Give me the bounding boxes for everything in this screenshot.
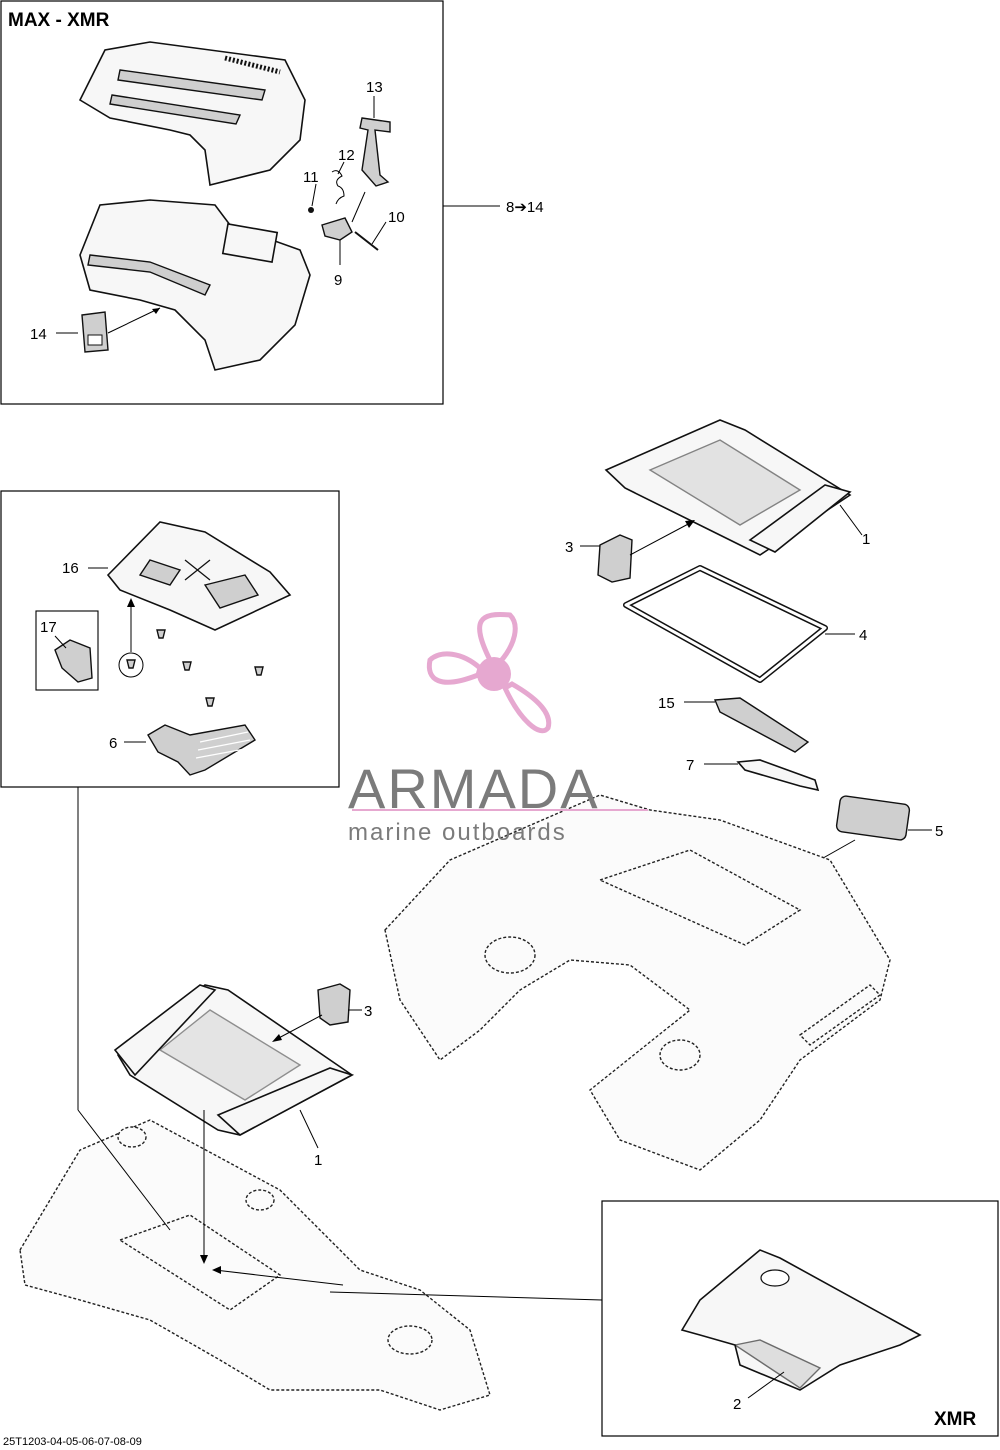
rear-body-fender [384, 794, 891, 1171]
pad-5 [835, 795, 911, 841]
latch-13 [359, 117, 391, 187]
callout-11: 11 [303, 169, 319, 186]
hinge-9 [308, 207, 379, 251]
storage-tub [79, 199, 311, 371]
panel-mounting-plate-frame [0, 490, 340, 788]
front-body-fender [19, 1119, 491, 1411]
callout-8-14: 8➔14 [506, 199, 544, 216]
strap-6 [147, 724, 256, 776]
callout-4: 4 [859, 627, 867, 644]
panel-mounting-plate: 16 17 6 [0, 490, 340, 788]
callout-16: 16 [62, 560, 79, 577]
spring-12 [331, 170, 345, 205]
callout-3-bottom: 3 [364, 1003, 372, 1020]
detail-circle [118, 652, 144, 678]
panel-max-xmr-frame [0, 0, 444, 405]
push-rivets [126, 629, 264, 707]
tool-7 [736, 759, 820, 792]
panel-xmr: 2 XMR [601, 1200, 999, 1437]
bracket-15 [713, 697, 810, 753]
rack-assembly-top: 1 3 4 15 7 5 [565, 419, 943, 907]
seal-4 [623, 565, 828, 683]
callout-12: 12 [338, 147, 355, 164]
callout-10: 10 [388, 209, 405, 226]
propeller-logo-icon [426, 611, 552, 734]
clip-17 [54, 639, 93, 683]
clip-3-bottom [317, 983, 351, 1026]
panel-xmr-title: XMR [934, 1409, 977, 1430]
callout-17: 17 [40, 619, 57, 636]
pin-11 [308, 207, 314, 213]
drawing-code: 25T1203-04-05-06-07-08-09 [3, 1436, 142, 1448]
callout-1-bottom: 1 [314, 1152, 322, 1169]
clip-14 [81, 311, 109, 353]
callout-13: 13 [366, 79, 383, 96]
callout-5: 5 [935, 823, 943, 840]
rack-1-top [604, 419, 852, 556]
panel-xmr-frame [601, 1200, 999, 1437]
callout-15: 15 [658, 695, 675, 712]
callout-14: 14 [30, 326, 47, 343]
callout-9: 9 [334, 272, 342, 289]
rack-1-bottom [113, 984, 355, 1136]
panel-max-xmr: MAX - XMR [0, 0, 544, 405]
callout-1-top: 1 [862, 531, 870, 548]
mounting-plate-16 [106, 521, 292, 631]
watermark-tagline: marine outboards [348, 819, 567, 846]
callout-6: 6 [109, 735, 117, 752]
rack-assembly-bottom: 3 1 [113, 983, 372, 1169]
storage-lid [78, 41, 306, 186]
callout-2: 2 [733, 1396, 741, 1413]
panel-max-xmr-title: MAX - XMR [8, 10, 110, 31]
clip-3-top [597, 534, 633, 583]
callout-7: 7 [686, 757, 694, 774]
armada-watermark: ARMADA marine outboards [348, 611, 648, 846]
callout-3-top: 3 [565, 539, 573, 556]
inset-box-17 [35, 610, 99, 691]
skid-plate-2 [680, 1249, 922, 1391]
